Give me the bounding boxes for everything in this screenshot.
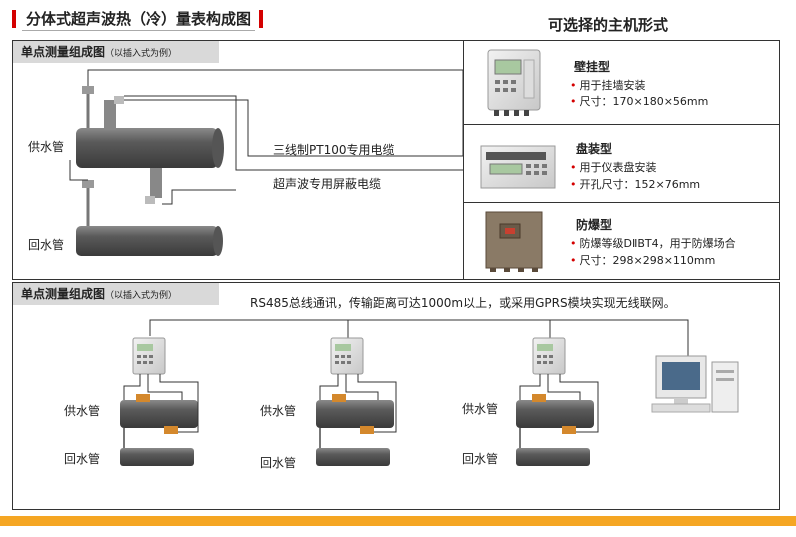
title-accent-mark: [12, 10, 16, 28]
bullet-dot: •: [570, 161, 577, 174]
supply-pipe-shape: [76, 128, 218, 168]
option-divider-2: [463, 202, 780, 203]
option-explosion-proof-line-1: •防爆等级DⅡBT4，用于防爆场合: [570, 237, 736, 250]
bullet-dot: •: [570, 79, 577, 92]
unit-3-supply-label: 供水管: [462, 402, 499, 416]
bullet-dot: •: [570, 178, 577, 191]
unit-1-supply-label: 供水管: [64, 404, 101, 418]
wall-mount-device-image: [487, 49, 541, 116]
option-wall-mount-line-1: •用于挂墙安装: [570, 79, 646, 92]
bottom-section-note: （以插入式为例）: [105, 291, 178, 301]
supply-pipe-label: 供水管: [28, 140, 65, 154]
return-pipe-label: 回水管: [28, 238, 65, 252]
host-options-title: 可选择的主机形式: [548, 16, 669, 34]
option-panel-mount-line-2: •开孔尺寸：152×76mm: [570, 178, 701, 191]
panel-mount-device-image: [480, 145, 556, 189]
bottom-section-label: 单点测量组成图（以插入式为例）: [13, 283, 219, 305]
page-title: 分体式超声波热（冷）量表构成图: [22, 7, 256, 31]
top-section-label: 单点测量组成图（以插入式为例）: [13, 41, 219, 63]
rs485-description: RS485总线通讯，传输距离可达1000m以上，或采用GPRS模块实现无线联网。: [250, 296, 676, 310]
bullet-dot: •: [570, 237, 577, 250]
transducer-1-cap: [114, 96, 124, 104]
option-wall-mount-name: 壁挂型: [574, 60, 611, 74]
top-section-note: （以插入式为例）: [105, 49, 178, 59]
top-diagram-frame: [12, 40, 780, 280]
option-explosion-proof-line-2: •尺寸：298×298×110mm: [570, 254, 716, 267]
ultrasonic-cable-label: 超声波专用屏蔽电缆: [273, 177, 382, 191]
option-explosion-proof-name: 防爆型: [576, 218, 613, 232]
unit-1-return-label: 回水管: [64, 452, 101, 466]
option-divider-1: [463, 124, 780, 125]
rs485-bus-line: [149, 319, 689, 360]
page-title-bar: 分体式超声波热（冷）量表构成图: [12, 7, 264, 31]
temp-sensor-head-1: [82, 86, 94, 94]
return-pipe-shape: [76, 226, 218, 256]
unit-2-return-label: 回水管: [260, 456, 297, 470]
option-wall-mount-line-2: •尺寸：170×180×56mm: [570, 95, 709, 108]
ultrasonic-cable-1: [124, 95, 463, 171]
bullet-dot: •: [570, 95, 577, 108]
pt100-cable-1: [87, 69, 464, 156]
transducer-1: [104, 100, 116, 130]
pt100-cable-route: [124, 99, 463, 157]
explosion-proof-device-image: [485, 211, 543, 272]
options-divider: [463, 40, 464, 280]
transducer-2: [150, 168, 162, 198]
title-end-mark: [259, 10, 264, 28]
computer-graphic: [651, 355, 739, 413]
unit-2-graphic: [316, 337, 397, 466]
unit-3-graphic: [516, 337, 599, 466]
temp-sensor-head-2: [82, 180, 94, 188]
transducer-2-cap: [145, 196, 155, 204]
supply-pipe-end: [212, 128, 224, 168]
footer-bar: [0, 516, 796, 526]
pt100-cable-label: 三线制PT100专用电缆: [273, 143, 395, 157]
bottom-diagram-frame: [12, 282, 780, 510]
unit-2-supply-label: 供水管: [260, 404, 297, 418]
unit-1-graphic: [120, 337, 199, 466]
bullet-dot: •: [570, 254, 577, 267]
return-pipe-end: [213, 226, 223, 256]
option-panel-mount-name: 盘装型: [576, 142, 613, 156]
option-panel-mount-line-1: •用于仪表盘安装: [570, 161, 657, 174]
pt100-cable-2: [69, 160, 88, 181]
unit-3-return-label: 回水管: [462, 452, 499, 466]
ultrasonic-cable-2: [162, 189, 236, 205]
